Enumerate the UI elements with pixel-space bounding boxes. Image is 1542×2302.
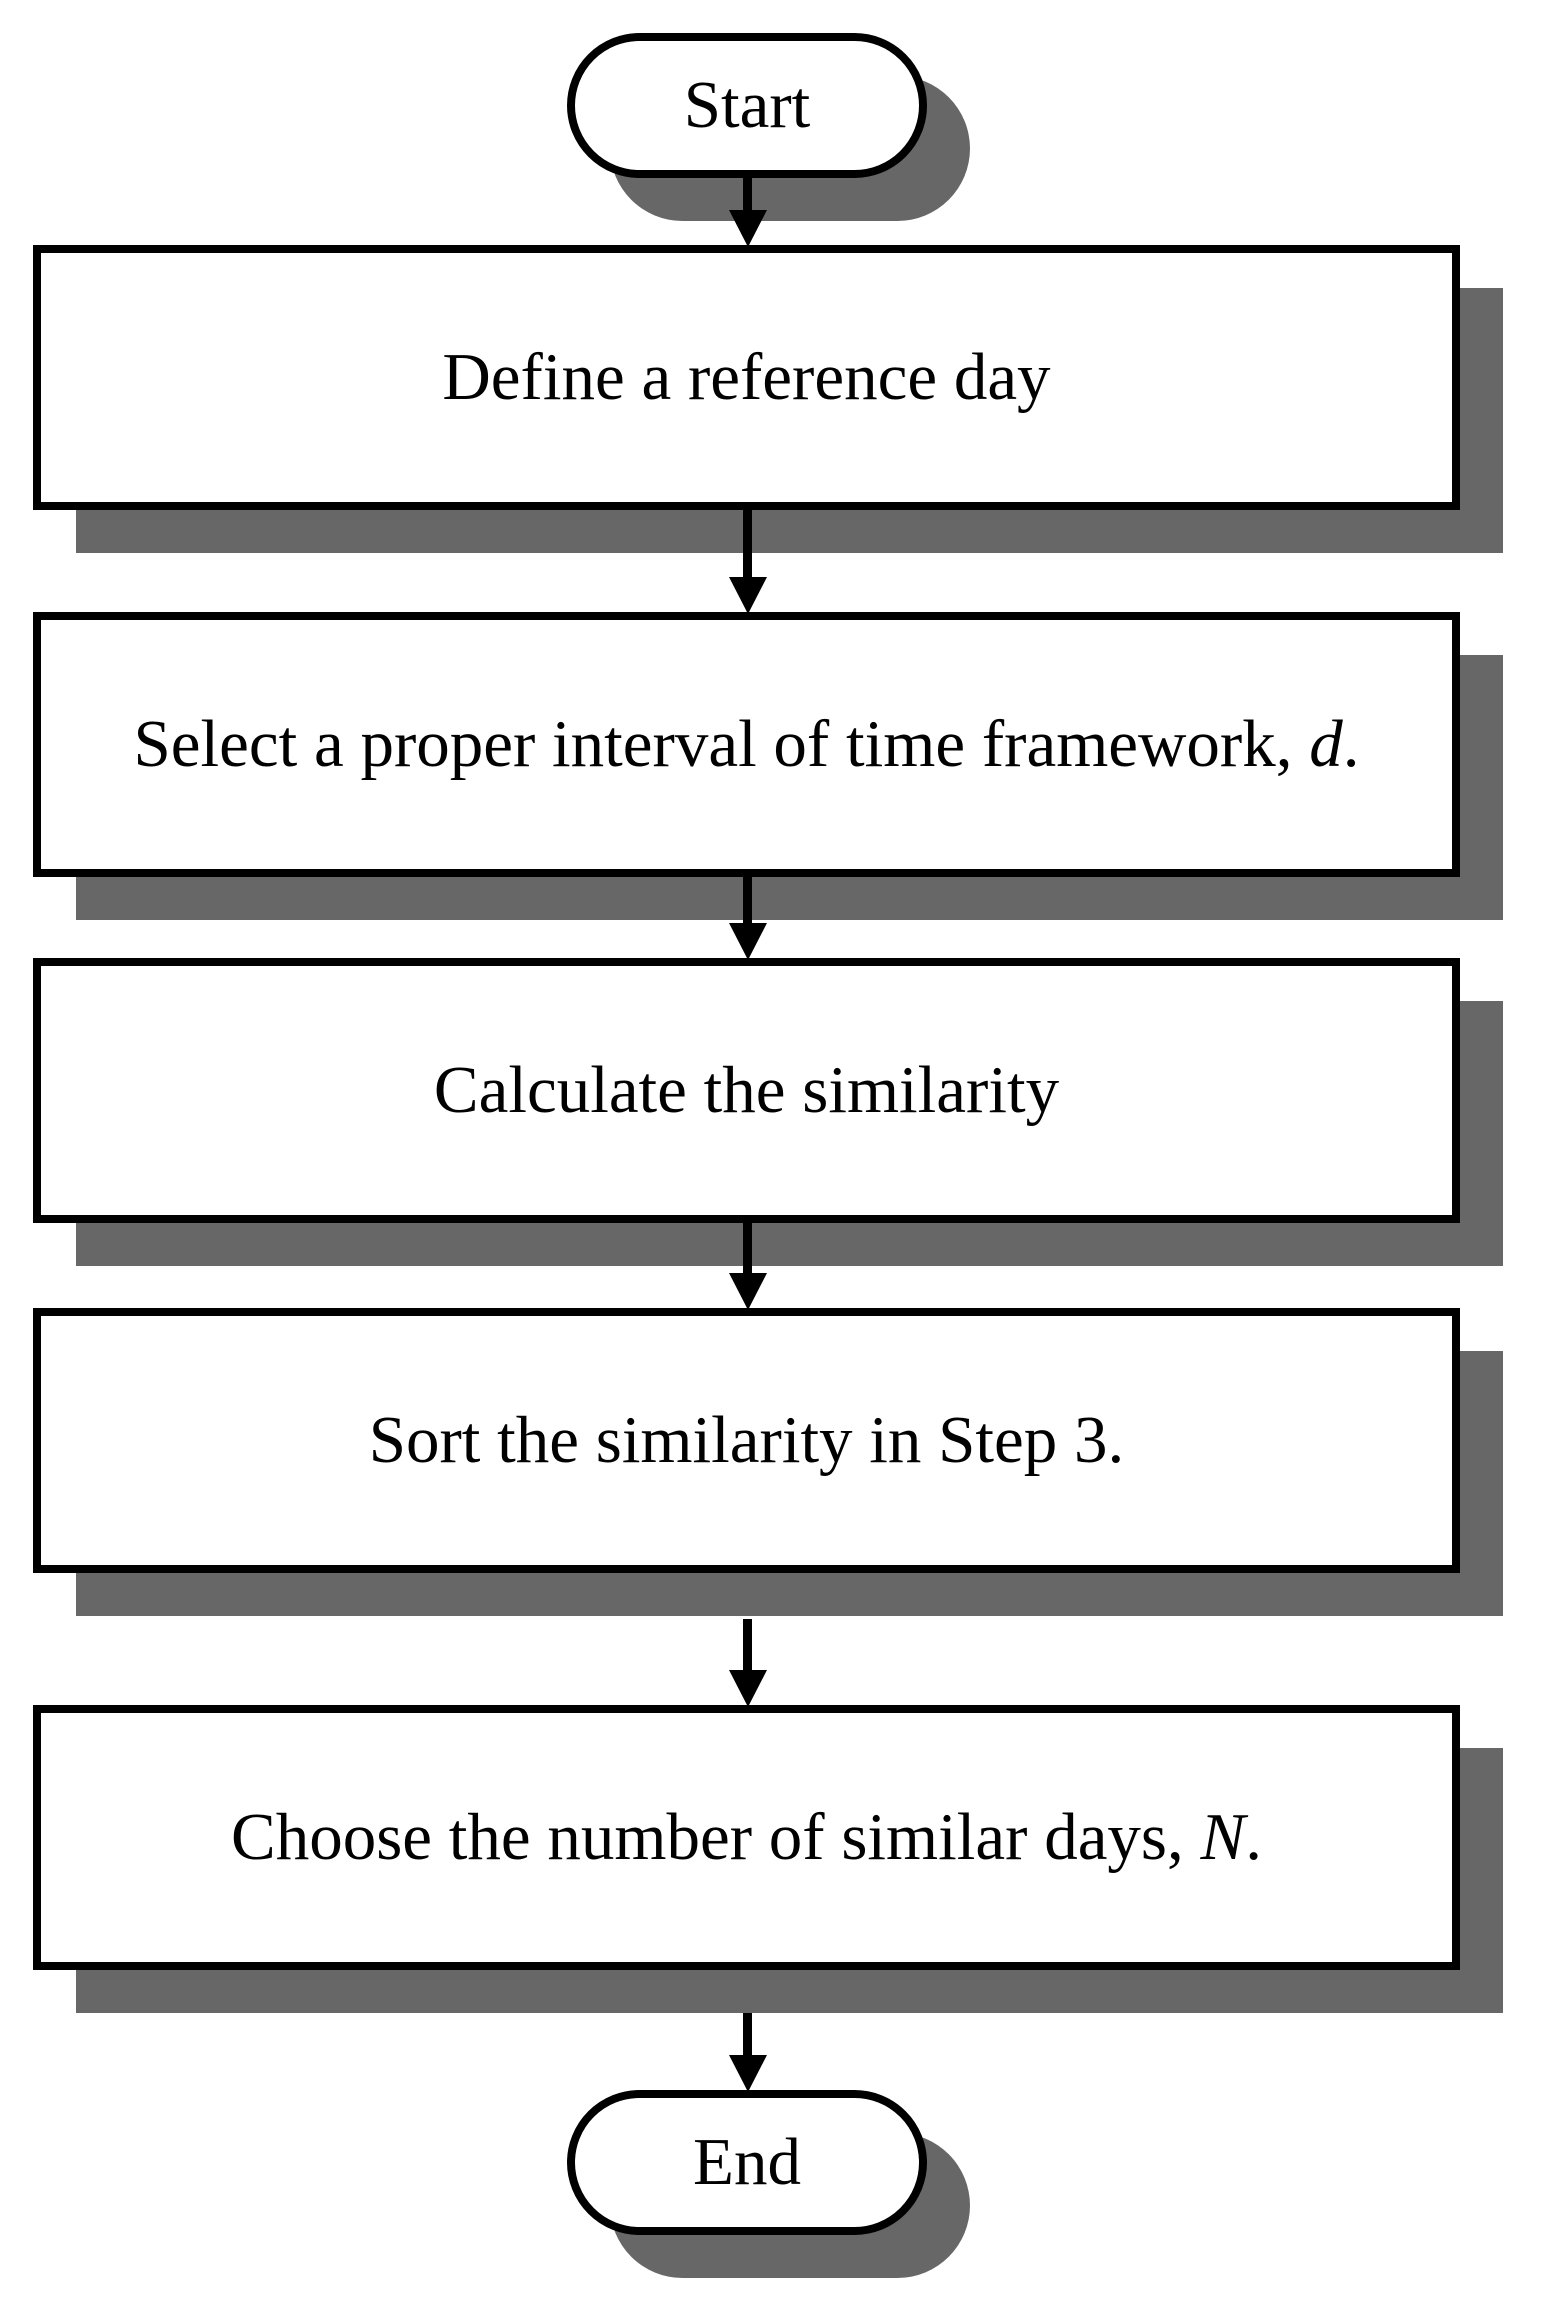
flow-arrow-2 bbox=[729, 508, 767, 614]
process-step-5: Choose the number of similar days, N. bbox=[33, 1705, 1460, 1970]
arrow-stem bbox=[743, 176, 752, 214]
start-terminator: Start bbox=[567, 33, 927, 178]
flow-arrow-3 bbox=[729, 875, 767, 960]
end-label: End bbox=[693, 2124, 801, 2199]
arrow-head-icon bbox=[729, 210, 767, 247]
end-terminator: End bbox=[567, 2090, 927, 2235]
process-step-2: Select a proper interval of time framewo… bbox=[33, 612, 1460, 877]
arrow-stem bbox=[743, 2013, 752, 2059]
arrow-head-icon bbox=[729, 1273, 767, 1310]
flow-arrow-6 bbox=[729, 2013, 767, 2092]
process-step-1: Define a reference day bbox=[33, 245, 1460, 510]
arrow-stem bbox=[743, 508, 752, 581]
step-1-label: Define a reference day bbox=[442, 339, 1051, 414]
flow-arrow-5 bbox=[729, 1619, 767, 1707]
arrow-head-icon bbox=[729, 1670, 767, 1707]
start-label: Start bbox=[683, 67, 811, 142]
process-step-3: Calculate the similarity bbox=[33, 958, 1460, 1223]
arrow-stem bbox=[743, 875, 752, 927]
step-5-label: Choose the number of similar days, N. bbox=[231, 1799, 1262, 1874]
step-3-label: Calculate the similarity bbox=[433, 1052, 1060, 1127]
arrow-head-icon bbox=[729, 2055, 767, 2092]
arrow-stem bbox=[743, 1619, 752, 1674]
flow-arrow-1 bbox=[729, 176, 767, 247]
step-4-label: Sort the similarity in Step 3. bbox=[368, 1402, 1125, 1477]
arrow-stem bbox=[743, 1221, 752, 1277]
step-2-label: Select a proper interval of time framewo… bbox=[133, 706, 1360, 781]
process-step-4: Sort the similarity in Step 3. bbox=[33, 1308, 1460, 1573]
arrow-head-icon bbox=[729, 577, 767, 614]
flow-arrow-4 bbox=[729, 1221, 767, 1310]
arrow-head-icon bbox=[729, 923, 767, 960]
